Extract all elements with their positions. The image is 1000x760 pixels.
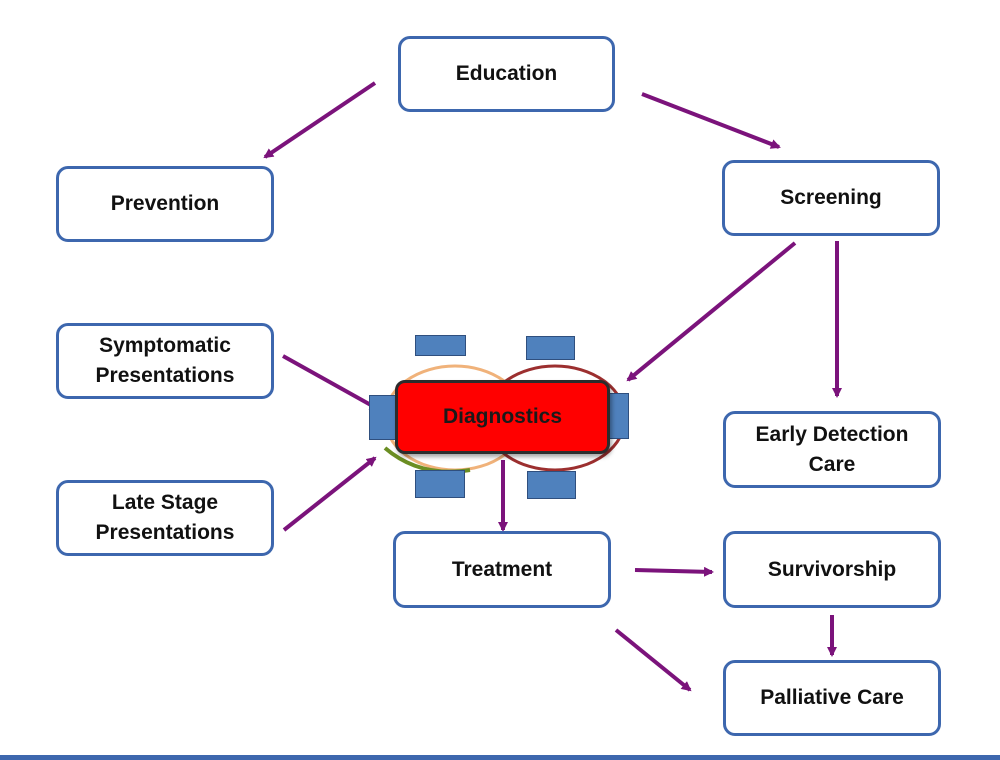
arrow-treatment-survivorship <box>634 566 714 577</box>
node-survivorship-label: Survivorship <box>767 557 897 581</box>
node-education: Education <box>398 36 615 112</box>
node-diagnostics-label: Diagnostics <box>442 405 563 428</box>
node-early-detection-line1: Early Detection <box>755 422 909 446</box>
node-late-stage-presentations: Late Stage Presentations <box>56 480 274 556</box>
node-symptomatic-presentations: Symptomatic Presentations <box>56 323 274 399</box>
footer-divider <box>0 755 1000 760</box>
node-early-detection-care: Early Detection Care <box>723 411 941 488</box>
node-screening-label: Screening <box>780 186 882 209</box>
arrow-education-prevention <box>263 81 377 159</box>
node-prevention-label: Prevention <box>110 192 220 215</box>
node-palliative-care: Palliative Care <box>723 660 941 736</box>
node-survivorship: Survivorship <box>723 531 941 608</box>
node-diagnostics: Diagnostics <box>395 380 610 454</box>
arrow-screening-diagnostics <box>626 241 797 382</box>
arrow-education-screening <box>641 92 781 149</box>
arrow-treatment-palliative <box>614 628 692 692</box>
arrow-late-stage-diagnostics <box>282 456 377 532</box>
arrow-symptomatic-diagnostics <box>282 354 380 411</box>
node-early-detection-line2: Care <box>808 452 856 476</box>
node-late-stage-line2: Presentations <box>95 521 235 544</box>
mini-box-bottom-right <box>527 471 576 499</box>
node-treatment-label: Treatment <box>451 557 553 581</box>
node-symptomatic-line2: Presentations <box>95 364 235 387</box>
node-symptomatic-line1: Symptomatic <box>99 334 231 357</box>
node-education-label: Education <box>455 62 558 85</box>
mini-box-top-left <box>415 335 466 356</box>
node-palliative-label: Palliative Care <box>760 686 904 709</box>
node-late-stage-line1: Late Stage <box>111 491 219 514</box>
mini-box-bottom-left <box>415 470 465 498</box>
node-treatment: Treatment <box>393 531 611 608</box>
node-screening: Screening <box>722 160 940 236</box>
mini-box-top-right <box>526 336 575 360</box>
node-prevention: Prevention <box>56 166 274 242</box>
